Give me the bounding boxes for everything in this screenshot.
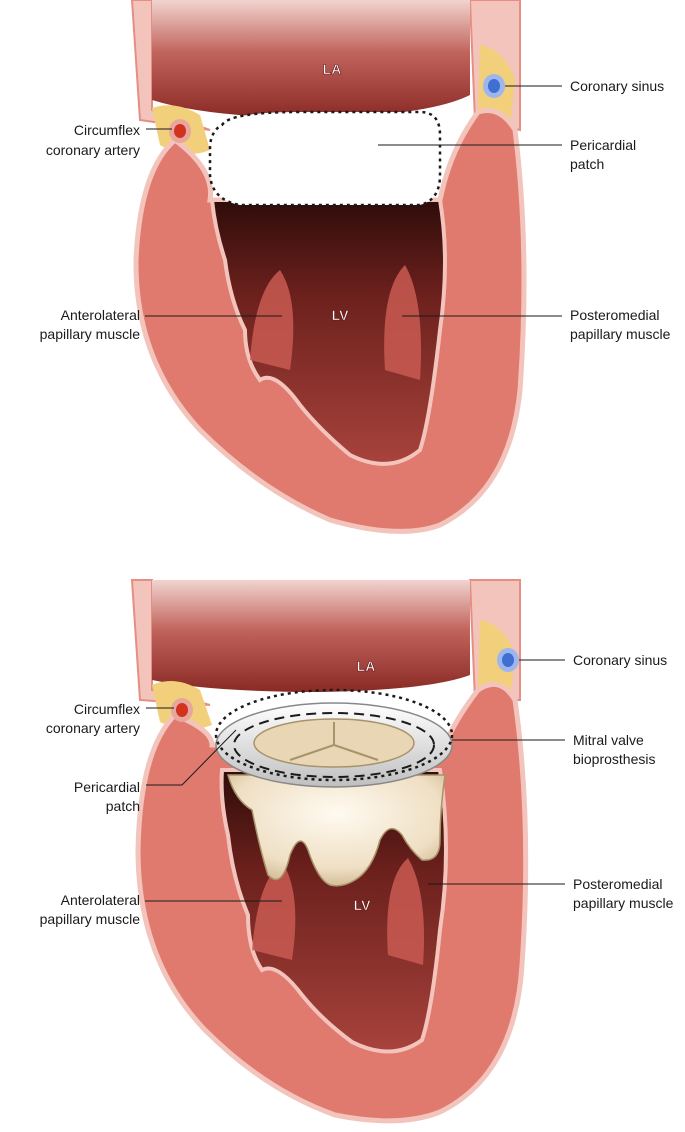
coronary-sinus-label: Coronary sinus bbox=[570, 78, 664, 94]
lv-label: LV bbox=[354, 897, 372, 913]
panel-before-valve-replacement: LA LV Coronary sinus Circumflex coronary… bbox=[40, 0, 671, 534]
coronary-sinus-label: Coronary sinus bbox=[573, 652, 667, 668]
mitral-valve-suture-ring bbox=[233, 712, 435, 778]
circumflex-coronary-artery-icon bbox=[169, 119, 191, 143]
circumflex-label-line2: coronary artery bbox=[46, 142, 140, 158]
circumflex-label-line1: Circumflex bbox=[74, 701, 140, 717]
mitral-valve-label-line1: Mitral valve bbox=[573, 732, 644, 748]
posteromedial-label-line2: papillary muscle bbox=[573, 895, 674, 911]
pericardial-patch-label-line2: patch bbox=[106, 798, 140, 814]
pericardial-patch-label-line1: Pericardial bbox=[74, 779, 140, 795]
posteromedial-label-line1: Posteromedial bbox=[573, 876, 663, 892]
circumflex-coronary-artery-icon bbox=[171, 698, 193, 722]
anterolateral-label-line2: papillary muscle bbox=[40, 326, 141, 342]
posteromedial-papillary-muscle bbox=[384, 265, 421, 380]
circumflex-label-line1: Circumflex bbox=[74, 122, 140, 138]
left-atrium bbox=[152, 580, 470, 692]
anterolateral-label-line2: papillary muscle bbox=[40, 911, 141, 927]
lv-label: LV bbox=[332, 307, 350, 323]
posteromedial-label-line1: Posteromedial bbox=[570, 307, 660, 323]
left-ventricle-cavity bbox=[209, 198, 447, 466]
pericardial-patch-suture-line bbox=[214, 688, 454, 782]
mitral-valve-coaptation bbox=[289, 722, 379, 761]
anterolateral-label-line1: Anterolateral bbox=[61, 307, 140, 323]
posteromedial-label-line2: papillary muscle bbox=[570, 326, 671, 342]
anterolateral-papillary-muscle bbox=[250, 270, 294, 370]
mitral-valve-label-line2: bioprosthesis bbox=[573, 751, 656, 767]
la-label: LA bbox=[323, 61, 342, 77]
posteromedial-papillary-muscle bbox=[387, 858, 424, 965]
anterolateral-papillary-muscle bbox=[252, 862, 296, 960]
coronary-sinus-icon bbox=[497, 648, 519, 672]
left-atrium bbox=[152, 0, 470, 118]
fat-pad-right bbox=[478, 620, 515, 700]
coronary-sinus-icon bbox=[483, 74, 505, 98]
circumflex-label-line2: coronary artery bbox=[46, 720, 140, 736]
pericardial-patch-label-line2: patch bbox=[570, 156, 604, 172]
la-label: LA bbox=[357, 658, 376, 674]
anterolateral-label-line1: Anterolateral bbox=[61, 892, 140, 908]
pericardial-patch-label-line1: Pericardial bbox=[570, 137, 636, 153]
panel-after-valve-replacement: LA LV Coronary sinus Circumflex coronary… bbox=[40, 579, 674, 1124]
pericardial-patch bbox=[208, 110, 442, 207]
mitral-valve-bioprosthesis-stent bbox=[227, 774, 446, 887]
